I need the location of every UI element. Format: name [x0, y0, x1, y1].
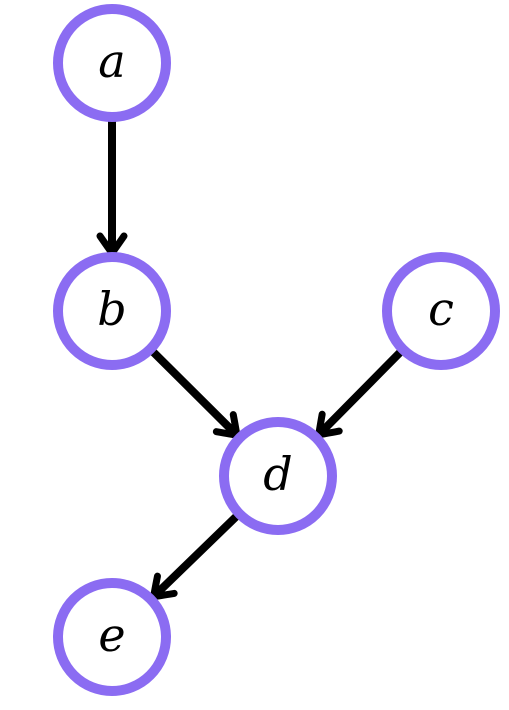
edge-b-d: [147, 346, 241, 439]
node-label: e: [98, 608, 125, 662]
node-label: c: [428, 282, 454, 336]
edge-line: [151, 510, 242, 599]
node-b: b: [53, 252, 171, 370]
node-c: c: [382, 252, 500, 370]
node-e: e: [53, 578, 171, 696]
node-circle: [53, 252, 171, 370]
edge-d-e: [150, 510, 242, 601]
node-circle: [53, 578, 171, 696]
node-circle: [219, 417, 337, 535]
edge-line: [147, 346, 239, 437]
node-circle: [53, 4, 171, 122]
node-label: a: [98, 34, 125, 88]
nodes-layer: a b c d e: [53, 4, 500, 696]
node-circle: [382, 252, 500, 370]
edge-a-b: [96, 115, 128, 257]
edge-c-d: [315, 346, 406, 439]
node-label: b: [97, 282, 126, 336]
node-a: a: [53, 4, 171, 122]
node-label: d: [263, 447, 292, 501]
node-d: d: [219, 417, 337, 535]
edge-line: [316, 346, 406, 437]
